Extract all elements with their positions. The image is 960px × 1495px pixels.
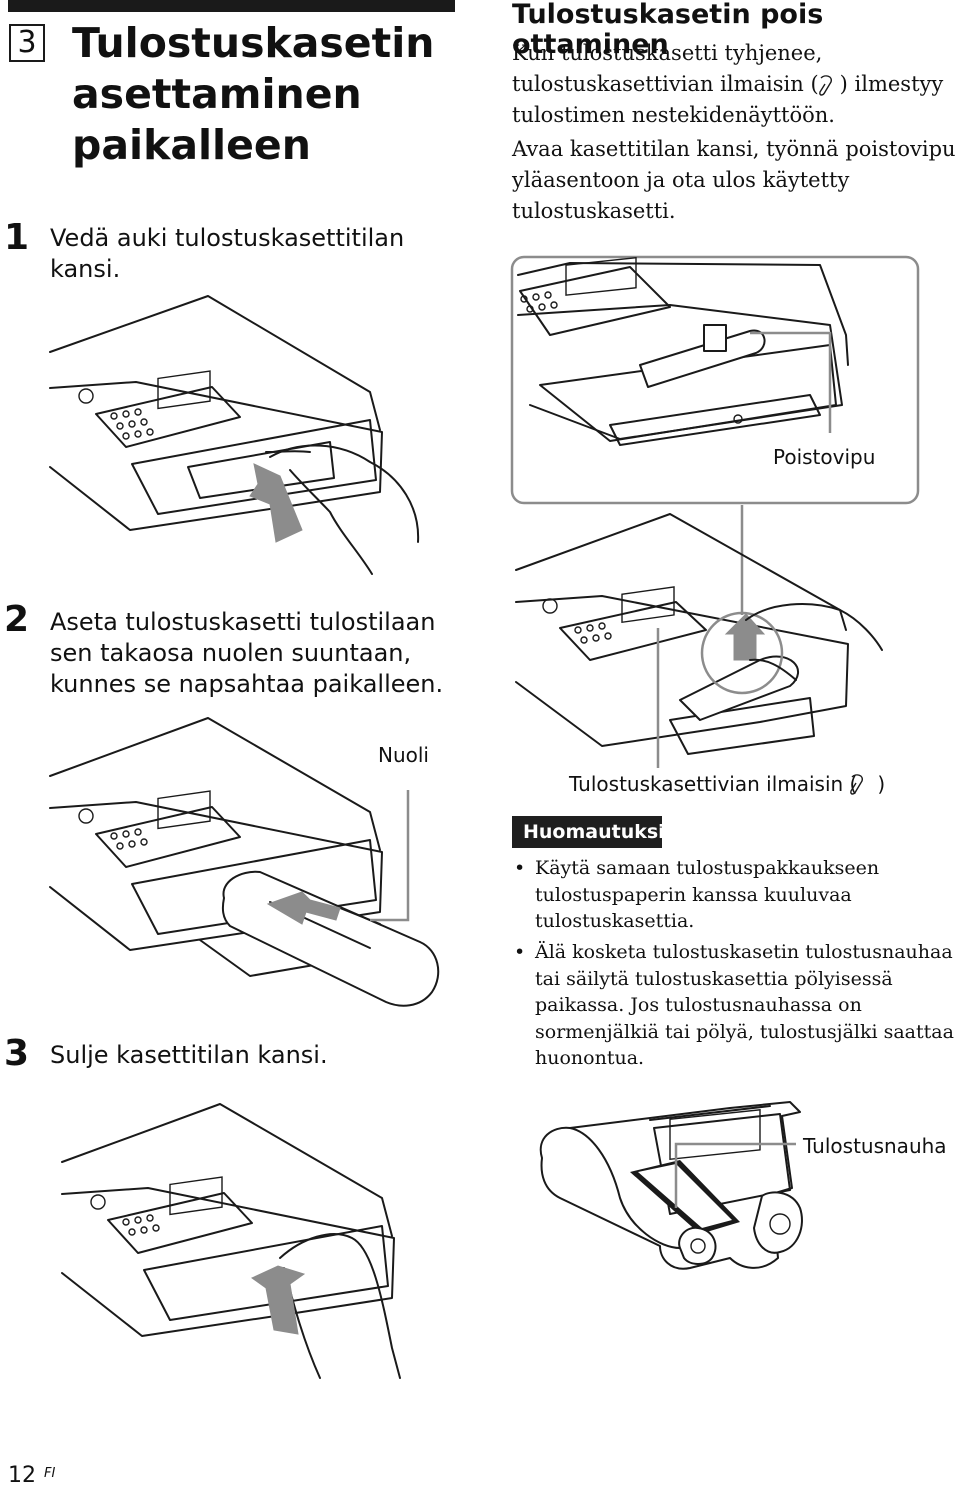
top-rule-left: [8, 0, 455, 12]
printer-close-cover-illustration: [61, 1103, 401, 1379]
page-language: FI: [44, 1466, 56, 1481]
cassette-error-icon: [819, 75, 833, 96]
connector-line: [740, 505, 744, 615]
removal-para-1: Kun tulostuskasetti tyhjenee, tulostuska…: [512, 41, 944, 127]
bullet-icon: •: [514, 941, 526, 963]
printer-insert-cassette-illustration: [49, 717, 440, 1007]
printer-open-cover-illustration: [49, 295, 420, 575]
callout-indicator-label: Tulostuskasettivian ilmaisin ( ): [569, 772, 886, 796]
step-3-number: 3: [4, 1033, 30, 1074]
removal-para-2: Avaa kasettitilan kansi, työnnä poistovi…: [512, 137, 956, 223]
callout-arrow-label: Nuoli: [378, 743, 429, 767]
printer-remove-cassette-illustration: [515, 513, 883, 768]
section-number: 3: [9, 24, 45, 62]
page-title: Tulostuskasetin asettaminen paikalleen: [72, 19, 435, 169]
removal-title: Tulostuskasetin pois ottaminen: [512, 0, 824, 60]
callout-ribbon-label: Tulostusnauha: [803, 1134, 947, 1158]
step-1-text: Vedä auki tulostuskasettitilan kansi.: [50, 224, 405, 283]
callout-lever-label: Poistovipu: [773, 445, 876, 469]
step-2-text: Aseta tulostuskasetti tulostilaan sen ta…: [50, 608, 444, 698]
page-number: 12: [8, 1463, 36, 1488]
note-item-2: • Älä kosketa tulostuskasetin tulostusna…: [514, 941, 954, 1069]
cassette-ribbon-illustration: [539, 1101, 803, 1270]
cassette-error-icon-2: [850, 774, 864, 795]
note-item-1: • Käytä samaan tulostuspakkaukseen tulos…: [514, 857, 880, 932]
notes-heading: Huomautuksia: [512, 816, 678, 848]
step-3-text: Sulje kasettitilan kansi.: [50, 1041, 328, 1069]
lever-detail-illustration: [510, 255, 920, 505]
step-1-number: 1: [4, 217, 30, 258]
bullet-icon: •: [514, 857, 526, 879]
step-2-number: 2: [4, 599, 30, 640]
